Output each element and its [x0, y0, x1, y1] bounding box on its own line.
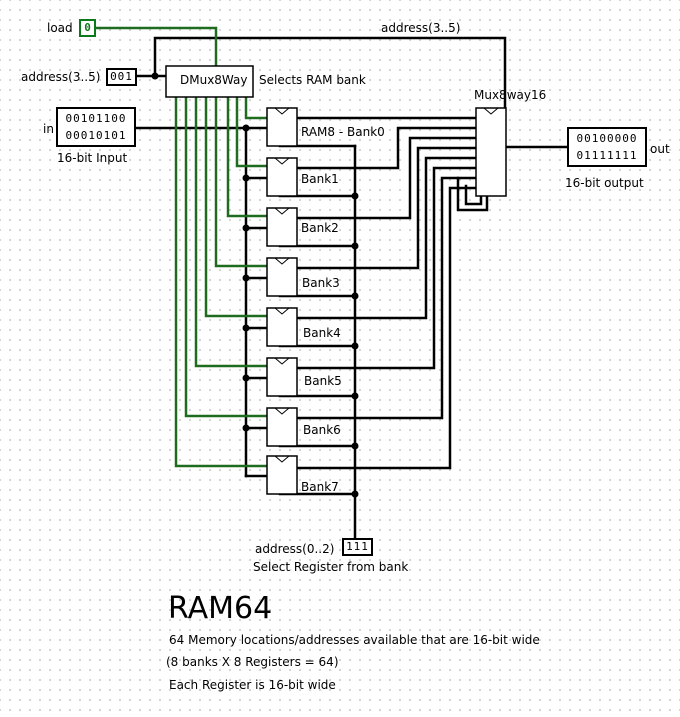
bank-1-box[interactable]: [266, 157, 298, 197]
output-pin[interactable]: 00100000 01111111: [567, 127, 647, 167]
bank-clock-markers: [274, 107, 290, 463]
address-low-caption: Select Register from bank: [253, 560, 409, 574]
load-wires: [93, 26, 269, 468]
address-high-label: address(3..5): [21, 70, 101, 84]
load-pin[interactable]: 0: [79, 19, 96, 37]
dmux-label: DMux8Way: [180, 73, 248, 87]
input-label: in: [43, 122, 54, 136]
bank-0-label: RAM8 - Bank0: [301, 125, 385, 139]
mux-box[interactable]: [475, 107, 507, 197]
input-value-line1: 00101100: [65, 112, 127, 125]
address-high-wire-label: address(3..5): [381, 21, 461, 35]
address-low-pin[interactable]: 111: [342, 538, 373, 556]
input-pin[interactable]: 00101100 00010101: [56, 107, 136, 147]
output-value-line1: 00100000: [576, 132, 638, 145]
input-caption: 16-bit Input: [57, 151, 128, 165]
page-title: RAM64: [168, 591, 273, 626]
dmux-comment: Selects RAM bank: [259, 73, 366, 87]
mux-clock-marker: [483, 107, 499, 115]
address-high-pin[interactable]: 001: [106, 68, 137, 86]
data-wires: [133, 36, 569, 540]
address-low-label: address(0..2): [255, 542, 335, 556]
ram-banks: [266, 107, 298, 495]
bank-1-label: Bank1: [301, 172, 339, 186]
bank-2-label: Bank2: [301, 221, 339, 235]
note-line-1: 64 Memory locations/addresses available …: [169, 633, 540, 647]
mux-label: Mux8way16: [474, 88, 547, 102]
output-caption: 16-bit output: [565, 176, 644, 190]
bank-6-label: Bank6: [303, 423, 341, 437]
output-value-line2: 01111111: [576, 149, 638, 162]
wire-junctions: [151, 72, 359, 498]
note-line-3: Each Register is 16-bit wide: [169, 678, 336, 692]
bank-0-box[interactable]: [266, 107, 298, 147]
bank-5-label: Bank5: [304, 374, 342, 388]
bank-7-label: Bank7: [301, 480, 339, 494]
note-line-2: (8 banks X 8 Registers = 64): [166, 655, 339, 669]
bank-3-label: Bank3: [302, 276, 340, 290]
bank-6-box[interactable]: [266, 407, 298, 447]
input-value-line2: 00010101: [65, 129, 127, 142]
dmux-box[interactable]: [165, 65, 254, 98]
load-label: load: [47, 21, 73, 35]
output-label: out: [650, 142, 670, 156]
bank-4-label: Bank4: [303, 326, 341, 340]
